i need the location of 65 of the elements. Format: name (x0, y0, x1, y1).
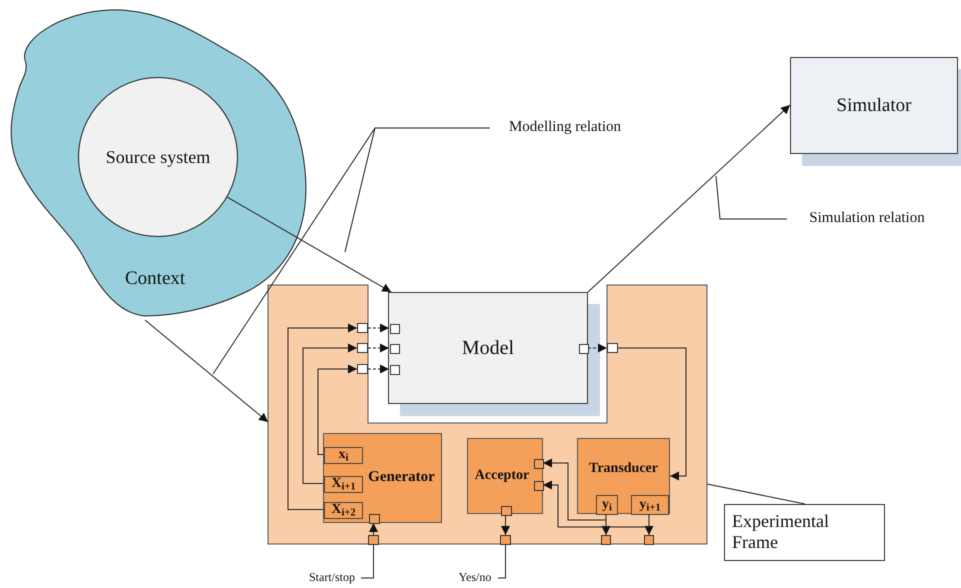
port-square (500, 535, 511, 545)
node-label: Acceptor (474, 468, 530, 484)
port-square (534, 481, 544, 491)
port-square (390, 365, 400, 375)
port-square (357, 343, 368, 353)
node-label: X$_{i+1}$ (331, 476, 356, 493)
port-square (368, 535, 379, 545)
port-square (357, 364, 368, 374)
variable-box (631, 495, 669, 515)
transducer-box (577, 438, 670, 514)
arrow (588, 344, 608, 352)
acceptor-box (467, 438, 543, 514)
arrow (368, 324, 390, 332)
node-label: Transducer (589, 460, 658, 478)
arrow (288, 324, 358, 510)
simulator-box (790, 57, 958, 154)
port-square (579, 344, 589, 354)
variable-box (596, 495, 618, 515)
model-box (388, 292, 588, 404)
annotation-text: Simulation relation (787, 209, 947, 229)
port-square (501, 506, 512, 516)
node-label: Model (462, 336, 514, 360)
arrow (318, 364, 358, 455)
node-label: Source system (106, 146, 210, 168)
node-label: Context (125, 268, 186, 290)
leader-line (716, 176, 788, 220)
arrow (618, 348, 686, 480)
annotation-text: Modelling relation (490, 118, 640, 138)
node-label: X$_{i+2}$ (331, 502, 356, 519)
node-label: x$_{i}$ (338, 447, 348, 464)
arrow (368, 364, 390, 374)
port-square (357, 323, 368, 333)
variable-box (324, 502, 363, 519)
node-label: Generator (368, 469, 435, 487)
port-square (534, 459, 544, 469)
leader-line (212, 128, 490, 374)
node-label: Simulator (836, 94, 912, 116)
arrow (542, 458, 606, 520)
port-square (390, 344, 400, 354)
port-square (390, 324, 400, 334)
node-label: y$_{i}$ (602, 496, 612, 514)
leader-line (360, 544, 374, 578)
arrow (588, 104, 790, 292)
arrow (368, 344, 390, 352)
leader-line (706, 484, 806, 504)
arrow (501, 514, 510, 536)
experimental-frame-box (724, 504, 885, 561)
port-square (601, 535, 611, 545)
annotation-text: Yes/no (452, 570, 498, 586)
variable-box (324, 476, 363, 493)
variable-box (324, 447, 363, 464)
arrow (144, 320, 268, 422)
port-square (644, 535, 654, 545)
arrow (302, 344, 358, 484)
annotation-text: Start/stop (303, 570, 361, 586)
leader-line (498, 544, 506, 578)
arrow (542, 480, 650, 528)
node-label: y$_{i+1}$ (639, 496, 661, 514)
port-square (607, 343, 618, 353)
generator-box (323, 433, 442, 523)
port-square (369, 514, 380, 524)
arrow (369, 522, 378, 536)
experimental-frame-region (268, 285, 707, 544)
arrow (226, 196, 392, 292)
node-label: Experimental Frame (732, 511, 830, 552)
